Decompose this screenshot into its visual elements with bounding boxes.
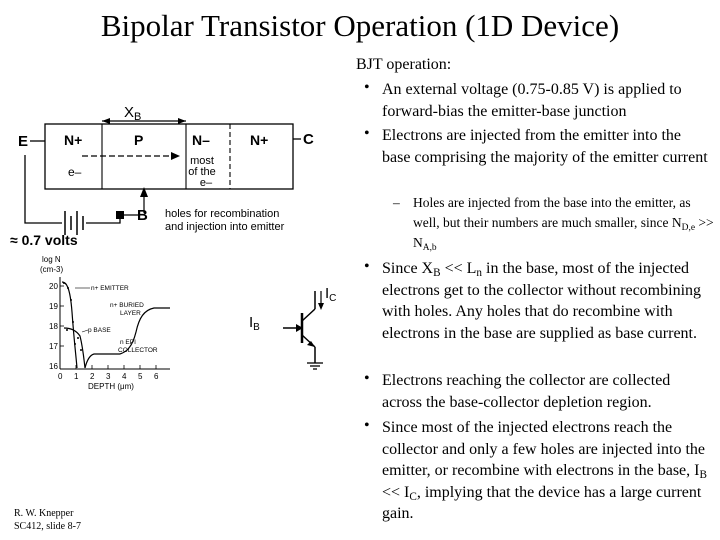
base-profile xyxy=(63,327,86,369)
bullet-marker: • xyxy=(364,370,370,387)
svg-text:holes for recombination: holes for recombination xyxy=(165,208,279,220)
svg-text:4: 4 xyxy=(122,372,127,381)
svg-text:DEPTH (μm): DEPTH (μm) xyxy=(88,382,134,391)
bullet-2: Electrons are injected from the emitter … xyxy=(382,127,708,166)
bullet-5: Since most of the injected electrons rea… xyxy=(382,419,707,522)
svg-text:1: 1 xyxy=(74,372,79,381)
svg-text:2: 2 xyxy=(90,372,95,381)
emitter-profile xyxy=(61,281,78,369)
svg-text:6: 6 xyxy=(154,372,159,381)
bullet-marker: • xyxy=(364,79,370,96)
bullet-marker: • xyxy=(364,258,370,275)
svg-text:most: most xyxy=(190,155,214,167)
buried-layer-profile xyxy=(119,307,170,355)
content-heading: BJT operation: xyxy=(356,56,452,73)
xb-label: XB xyxy=(124,104,141,123)
electron-label: e– xyxy=(68,165,82,179)
svg-text:and injection into emitter: and injection into emitter xyxy=(165,221,285,233)
region-n-plus-emitter: N+ xyxy=(64,132,82,148)
region-n-plus-collector: N+ xyxy=(250,132,268,148)
svg-text:of the: of the xyxy=(188,166,216,178)
svg-text:n+ EMITTER: n+ EMITTER xyxy=(91,285,129,292)
svg-text:p BASE: p BASE xyxy=(88,327,111,334)
voltage-label: ≈ 0.7 volts xyxy=(10,232,78,248)
svg-text:COLLECTOR: COLLECTOR xyxy=(118,347,158,354)
terminal-c: C xyxy=(303,131,314,148)
bullet-4: Electrons reaching the collector are col… xyxy=(382,372,671,411)
bjt-device-diagram: XB N+ P N– N+ e– most of the e– E C B ho… xyxy=(10,104,314,248)
doping-profile-chart: log N (cm-3) 20 19 18 17 16 0 1 2 3 4 5 … xyxy=(40,255,170,391)
svg-text:(cm-3): (cm-3) xyxy=(40,265,63,274)
epi-profile xyxy=(84,353,120,369)
ib-label: IB xyxy=(249,314,260,333)
footer: R. W. Knepper SC412, slide 8-7 xyxy=(14,507,81,533)
electron-flow-arrow xyxy=(171,152,180,160)
hole-arrow xyxy=(140,187,148,197)
svg-text:16: 16 xyxy=(49,362,58,371)
terminal-b: B xyxy=(137,207,148,224)
svg-text:n EPI: n EPI xyxy=(120,339,136,346)
region-n-minus: N– xyxy=(192,132,210,148)
svg-text:0: 0 xyxy=(58,372,63,381)
bullet-1: An external voltage (0.75-0.85 V) is app… xyxy=(382,81,682,120)
npn-transistor-symbol: IB IC xyxy=(249,285,336,370)
footer-author: R. W. Knepper xyxy=(14,508,74,519)
region-p-base: P xyxy=(134,132,143,148)
svg-text:log N: log N xyxy=(42,255,61,264)
svg-text:19: 19 xyxy=(49,302,58,311)
svg-text:18: 18 xyxy=(49,322,58,331)
bullet-3: Since XB << Ln in the base, most of the … xyxy=(382,260,702,342)
svg-text:n+ BURIED: n+ BURIED xyxy=(110,302,144,309)
footer-course: SC412, slide 8-7 xyxy=(14,521,81,532)
sub-bullet-1: Holes are injected from the base into th… xyxy=(413,195,714,253)
slide-title: Bipolar Transistor Operation (1D Device) xyxy=(100,8,620,43)
svg-text:20: 20 xyxy=(49,282,58,291)
bullet-marker: • xyxy=(364,125,370,142)
svg-text:5: 5 xyxy=(138,372,143,381)
svg-text:LAYER: LAYER xyxy=(120,310,141,317)
dash-marker: – xyxy=(393,195,400,210)
svg-text:3: 3 xyxy=(106,372,111,381)
terminal-e: E xyxy=(18,133,28,150)
bullet-marker: • xyxy=(364,417,370,434)
ic-label: IC xyxy=(325,285,336,304)
svg-text:17: 17 xyxy=(49,342,58,351)
svg-text:e–: e– xyxy=(200,177,213,189)
